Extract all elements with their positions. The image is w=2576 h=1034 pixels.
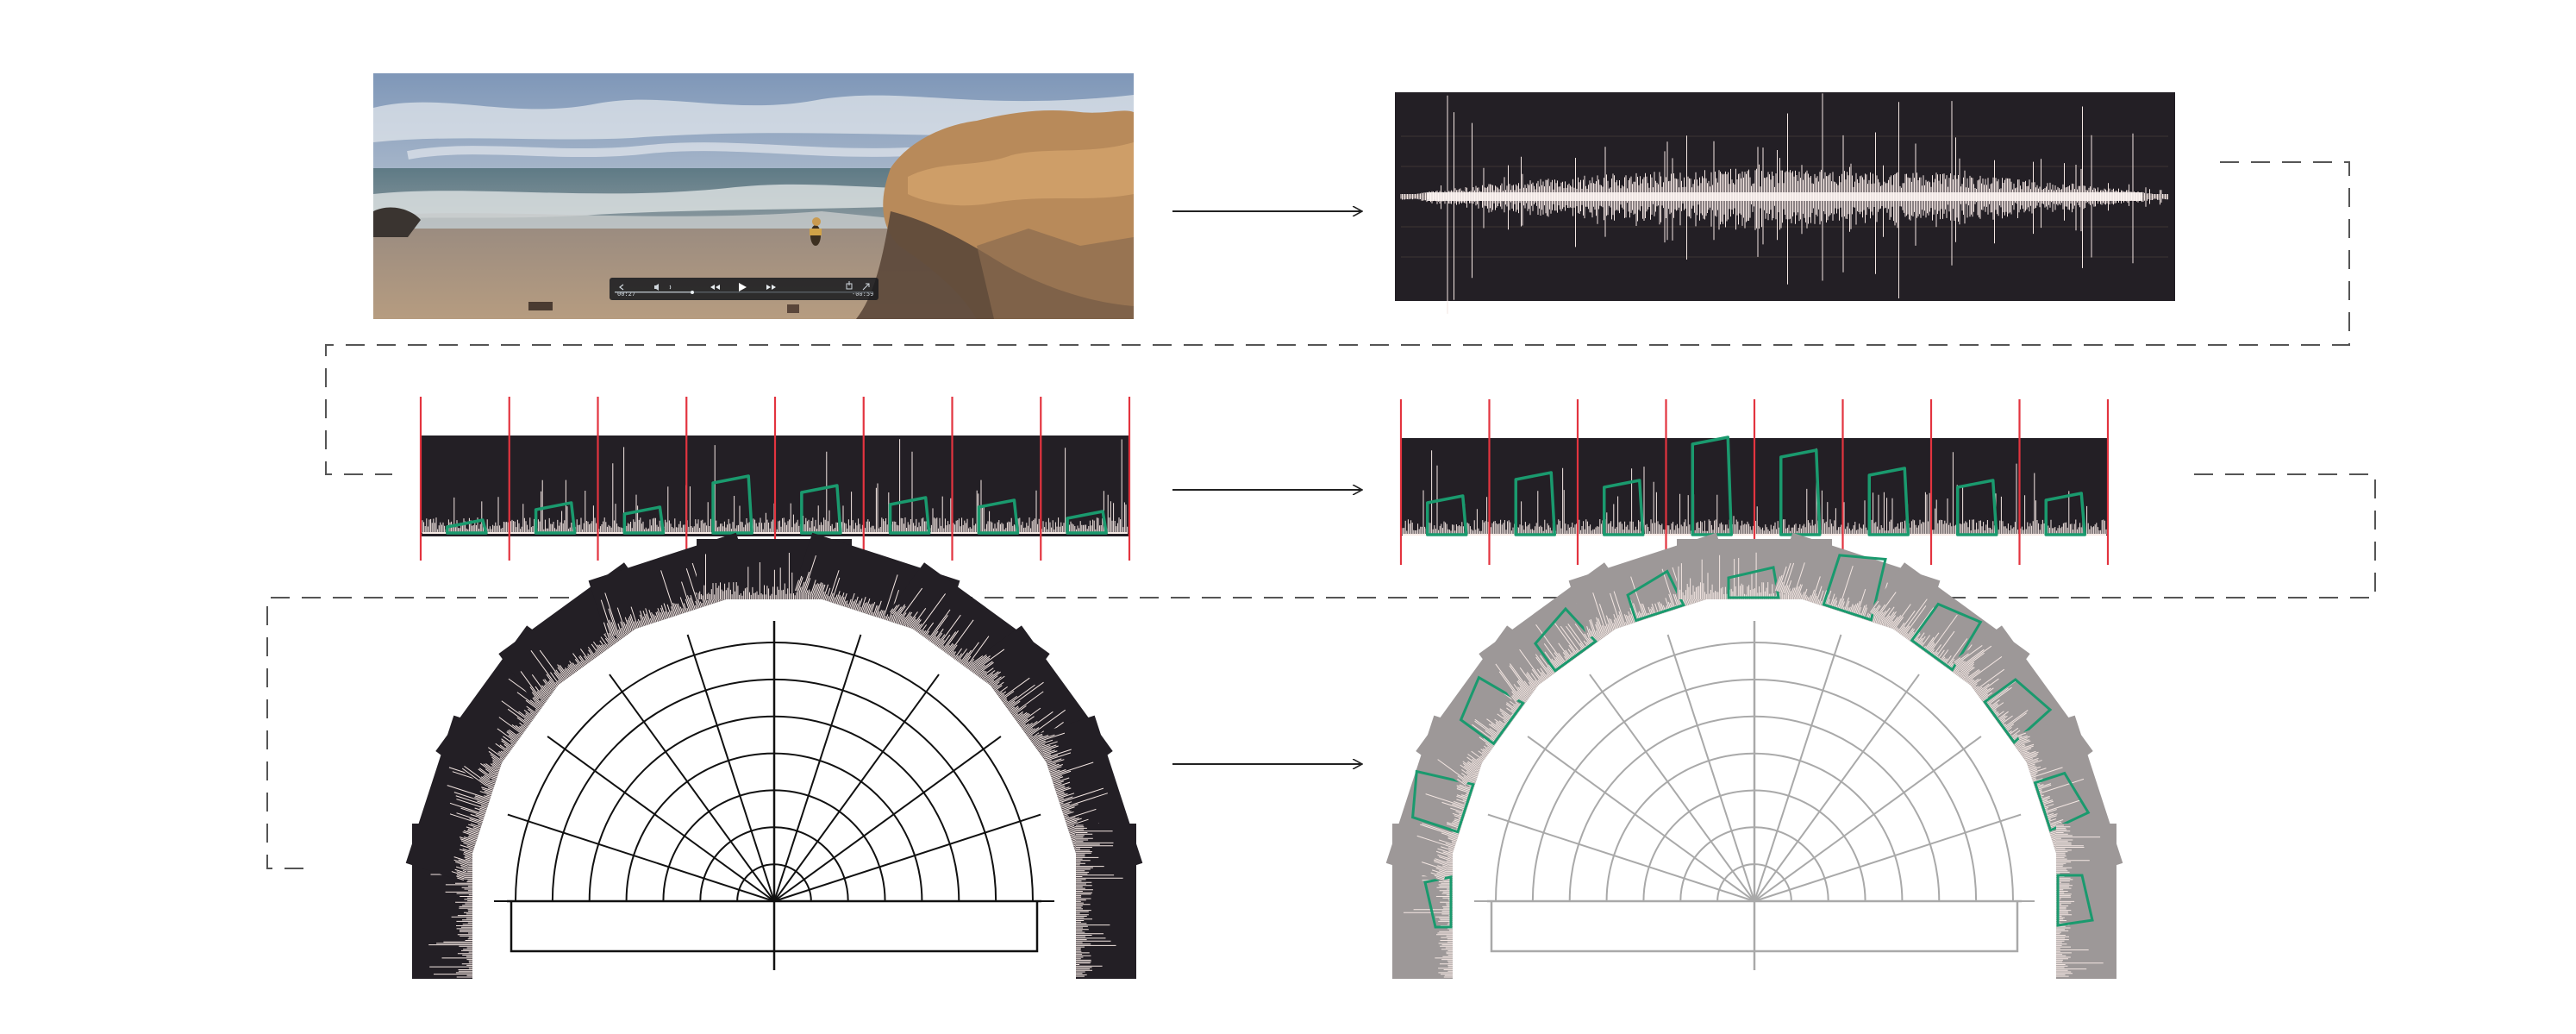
radial-spoke	[773, 813, 1041, 902]
radial-spoke	[507, 813, 775, 902]
radial-spoke	[1527, 736, 1755, 902]
segment-outline	[1779, 448, 1822, 536]
waveform-trace	[1402, 448, 2107, 535]
scrubber-handle[interactable]	[691, 291, 694, 294]
segment-outlines	[446, 474, 1108, 535]
share-icon[interactable]	[846, 281, 853, 290]
segment-outline	[1867, 467, 1910, 536]
radial-spoke	[1754, 813, 2022, 902]
segment-outline	[1691, 436, 1733, 536]
panel-outline	[1459, 675, 1525, 746]
segment-dividers	[419, 397, 1131, 561]
refined-waveform	[1399, 399, 2110, 565]
segmented-waveform	[419, 397, 1131, 561]
waveform-core	[1427, 192, 2142, 201]
panel-outline	[1910, 602, 1983, 672]
segment-outline	[888, 496, 931, 535]
segment-outline	[711, 474, 753, 535]
radial-spoke	[773, 634, 862, 902]
radial-outlines-view	[1385, 532, 2123, 979]
panel-outline	[1534, 606, 1598, 673]
back-icon[interactable]	[619, 284, 624, 291]
segment-outline	[1514, 471, 1556, 536]
fast-forward-icon[interactable]	[766, 285, 776, 290]
radial-spoke	[609, 674, 775, 902]
video-frame: 00:27 -00:59	[373, 73, 1134, 319]
segment-outline	[1603, 479, 1645, 536]
panel-outline	[1411, 769, 1475, 834]
radial-spoke	[686, 634, 775, 902]
radial-spoke	[773, 736, 1002, 902]
refined-dividers	[1399, 399, 2110, 565]
segment-outline	[2044, 492, 2086, 536]
refined-outlines	[1426, 436, 2086, 536]
remaining-time: -00:59	[852, 291, 873, 298]
radial-spoke	[1754, 674, 1920, 902]
rewind-icon[interactable]	[710, 285, 720, 290]
radial-spoke	[1754, 736, 1982, 902]
panel-outline	[1983, 678, 2053, 745]
fullscreen-icon[interactable]	[862, 283, 870, 291]
panel-outline	[2056, 874, 2094, 927]
radial-spoke	[1487, 813, 1755, 902]
panel-background	[2056, 824, 2116, 979]
segment-outline	[800, 484, 842, 535]
radial-spoke	[1589, 674, 1755, 902]
waveform-trace	[422, 439, 1129, 533]
segment-outline	[1066, 510, 1108, 535]
person-figure	[810, 217, 822, 246]
radial-panel	[2056, 824, 2116, 979]
play-icon[interactable]	[739, 283, 747, 291]
panel-outline	[1822, 554, 1887, 622]
panel-outline	[1626, 569, 1685, 623]
dashed-connector-1	[325, 161, 2350, 475]
segment-outline	[1426, 494, 1468, 536]
audio-waveform	[1400, 93, 2168, 314]
segment-outline	[1956, 479, 1998, 536]
player-controls[interactable]: 00:27 -00:59	[610, 278, 878, 300]
segment-outline	[622, 505, 666, 535]
segment-outline	[534, 501, 577, 535]
segment-outline	[446, 518, 488, 535]
panel-waveform	[1076, 824, 1123, 977]
radial-spoke	[1754, 634, 1842, 902]
volume-icon[interactable]	[654, 284, 659, 291]
radial-spoke	[547, 736, 775, 902]
radial-waveform	[405, 532, 1143, 979]
elapsed-time: 00:27	[617, 291, 635, 298]
panel-background	[1076, 824, 1136, 979]
panel-outline	[2033, 771, 2091, 832]
audio-waveform-panel	[1395, 92, 2175, 314]
segment-outline	[977, 498, 1020, 535]
radial-spoke	[773, 674, 940, 902]
radial-panel	[1076, 824, 1136, 979]
radial-spoke	[1666, 634, 1755, 902]
panel-outline	[1727, 566, 1780, 599]
beach-scene: 00:27 -00:59	[373, 73, 1134, 319]
panel-outline	[1423, 875, 1453, 929]
